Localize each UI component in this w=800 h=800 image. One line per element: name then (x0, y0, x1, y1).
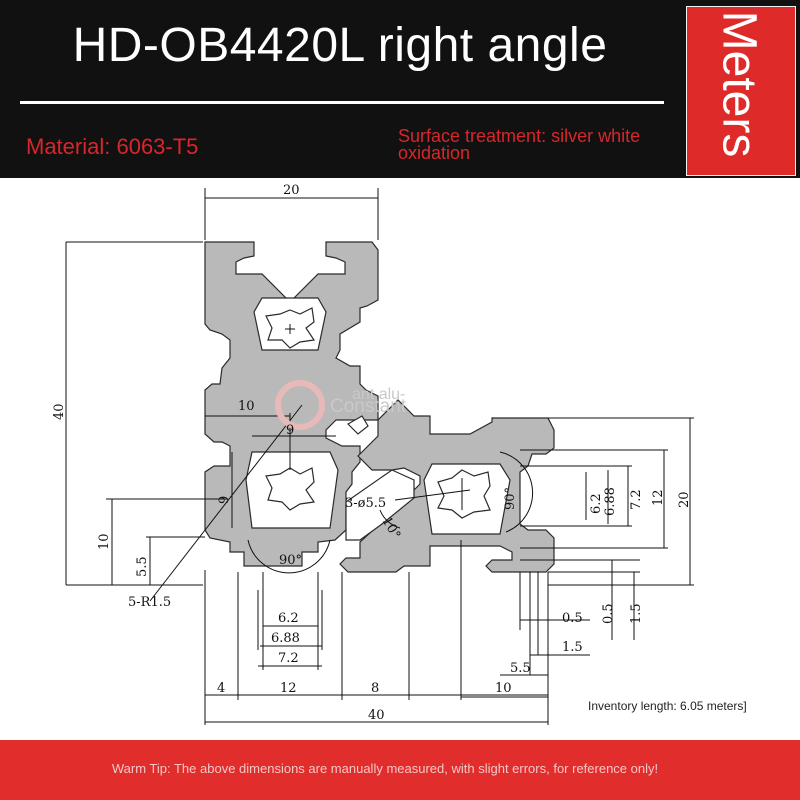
dim-9-vertical: 9 (286, 423, 294, 438)
dim-angle-bottom: 90° (279, 553, 302, 568)
dim-hole: 3-ø5.5 (345, 496, 386, 511)
material-label: Material: 6063-T5 (26, 134, 199, 159)
product-title: HD-OB4420L right angle (72, 19, 608, 72)
dim-right-6-2: 6.2 (589, 493, 604, 514)
dim-10-inner: 10 (238, 399, 255, 414)
dim-right-7-2: 7.2 (629, 489, 644, 510)
dimension-lines (65, 188, 694, 725)
dim-9-horizontal: 9 (217, 496, 232, 504)
dim-bottom-12: 12 (280, 681, 297, 696)
dim-slot-7-2: 7.2 (278, 651, 299, 666)
dim-right-12: 12 (651, 489, 666, 506)
dim-right-1-5-vertical: 1.5 (629, 603, 644, 624)
dim-angle-right: 90° (503, 487, 518, 510)
meters-badge-label: Meters (712, 10, 766, 158)
dim-right-6-88: 6.88 (603, 487, 618, 516)
meters-badge (686, 6, 796, 176)
watermark-text-1: ant alu- (352, 386, 405, 403)
dim-right-5-5: 5.5 (510, 661, 531, 676)
dim-radius: 5-R1.5 (128, 595, 171, 610)
profile-centermarks (285, 324, 295, 334)
dim-width-top: 20 (283, 183, 300, 198)
angle-arcs (247, 451, 534, 574)
dimension-labels: 20 40 10 5.5 10 9 9 3-ø5.5 5-R1.5 90° 90… (52, 183, 692, 723)
profile-drawing: ant alu- Constant 20 40 10 5.5 10 9 9 3-… (52, 183, 694, 725)
dim-bottom-10: 10 (495, 681, 512, 696)
watermark: ant alu- Constant (275, 380, 407, 430)
dim-height-left: 40 (52, 403, 67, 420)
dim-5-5-left: 5.5 (135, 556, 150, 577)
dim-bottom-8: 8 (371, 681, 379, 696)
header-banner (0, 0, 800, 178)
surface-treatment-label: Surface treatment: silver white oxidatio… (398, 126, 641, 163)
dim-bottom-4: 4 (217, 681, 225, 696)
dim-right-0-5-vertical: 0.5 (601, 603, 616, 624)
inventory-length: Inventory length: 6.05 meters] (588, 699, 747, 713)
footer-banner (0, 740, 800, 800)
dim-slot-6-88: 6.88 (271, 631, 300, 646)
dim-10-left: 10 (97, 533, 112, 550)
warm-tip: Warm Tip: The above dimensions are manua… (111, 761, 659, 776)
dim-slot-6-2: 6.2 (278, 611, 299, 626)
dim-bottom-40: 40 (368, 708, 385, 723)
watermark-text-2: Constant (330, 396, 407, 417)
dim-right-0-5-horizontal: 0.5 (562, 611, 583, 626)
dim-right-20: 20 (677, 491, 692, 508)
dim-right-1-5-horizontal: 1.5 (562, 640, 583, 655)
title-divider (20, 101, 664, 104)
